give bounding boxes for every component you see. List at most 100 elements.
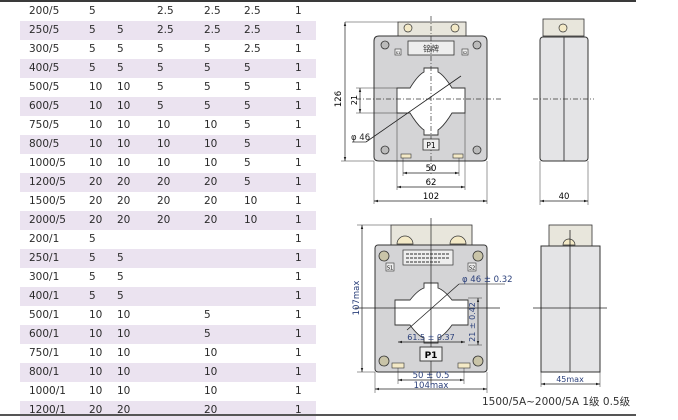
value-cell: 20 (117, 176, 131, 188)
bottom-rule (0, 414, 636, 416)
value-cell: 1 (295, 271, 302, 283)
value-cell: 10 (204, 138, 218, 150)
value-cell: 5 (157, 43, 164, 55)
value-cell: 10 (117, 347, 131, 359)
dim-mid: 62 (426, 178, 437, 188)
dim-inner: 50 (426, 164, 437, 174)
value-cell: 20 (117, 195, 131, 207)
value-cell: 5 (204, 309, 211, 321)
value-cell: 5 (117, 24, 124, 36)
value-cell: 20 (204, 176, 218, 188)
value-cell: 5 (204, 328, 211, 340)
value-cell: 1 (295, 309, 302, 321)
value-cell: 5 (204, 81, 211, 93)
value-cell: 1 (295, 119, 302, 131)
value-cell: 1 (295, 290, 302, 302)
value-cell: 10 (204, 157, 218, 169)
value-cell: 10 (157, 119, 171, 131)
value-cell: 2.5 (157, 24, 174, 36)
dim-height: 126 (334, 91, 344, 107)
dim-depth: 45max (556, 375, 584, 384)
bolt-icon (378, 355, 390, 367)
p1-label: P1 (426, 141, 436, 150)
bolt-icon (472, 145, 482, 155)
value-cell: 20 (89, 214, 103, 226)
value-cell: 5 (89, 290, 96, 302)
screw-icon (449, 235, 467, 245)
value-cell: 10 (204, 119, 218, 131)
ratio-cell: 250/1 (29, 252, 60, 264)
value-cell: 5 (204, 62, 211, 74)
value-cell: 5 (117, 252, 124, 264)
value-cell: 10 (204, 385, 218, 397)
value-cell: 1 (295, 5, 302, 17)
value-cell: 20 (204, 195, 218, 207)
bolt-icon (380, 145, 390, 155)
dim-inner: 50 ± 0.5 (413, 371, 450, 381)
ratio-cell: 800/1 (29, 366, 60, 378)
value-cell: 1 (295, 81, 302, 93)
value-cell: 1 (295, 366, 302, 378)
value-cell: 20 (117, 404, 131, 416)
dim-height: 107max (352, 281, 362, 316)
value-cell: 20 (89, 404, 103, 416)
ratio-cell: 600/1 (29, 328, 60, 340)
value-cell: 10 (117, 309, 131, 321)
ratio-cell: 300/1 (29, 271, 60, 283)
ratio-cell: 1200/1 (29, 404, 66, 416)
value-cell: 5 (117, 271, 124, 283)
value-cell: 5 (117, 290, 124, 302)
value-cell: 20 (89, 176, 103, 188)
value-cell: 10 (117, 157, 131, 169)
screw-icon (403, 23, 413, 33)
value-cell: 5 (244, 81, 251, 93)
dim-diameter: φ 46 ± 0.32 (462, 275, 513, 285)
value-cell: 1 (295, 214, 302, 226)
value-cell: 1 (295, 233, 302, 245)
ratio-cell: 800/5 (29, 138, 60, 150)
ct-window (394, 282, 469, 344)
dim-window-width: 61.5 ± 0.37 (407, 333, 454, 342)
value-cell: 1 (295, 24, 302, 36)
value-cell: 1 (295, 100, 302, 112)
value-cell: 10 (89, 138, 103, 150)
value-cell: 10 (89, 328, 103, 340)
value-cell: 10 (89, 100, 103, 112)
value-cell: 20 (157, 176, 171, 188)
ratio-cell: 1200/5 (29, 176, 66, 188)
value-cell: 5 (117, 62, 124, 74)
bolt-icon (378, 250, 390, 262)
value-cell: 5 (89, 24, 96, 36)
bolt-icon (472, 250, 484, 262)
value-cell: 10 (117, 100, 131, 112)
terminal-s1-label: S1 (387, 266, 393, 272)
value-cell: 10 (117, 81, 131, 93)
value-cell: 5 (89, 43, 96, 55)
terminal-s2-label: S2 (469, 266, 475, 272)
value-cell: 20 (204, 214, 218, 226)
bolt-icon (472, 40, 482, 50)
value-cell: 10 (89, 81, 103, 93)
value-cell: 20 (89, 195, 103, 207)
bottom-side-view: 45max (533, 224, 607, 387)
ratio-cell: 250/5 (29, 24, 60, 36)
value-cell: 2.5 (157, 5, 174, 17)
value-cell: 1 (295, 43, 302, 55)
value-cell: 10 (89, 366, 103, 378)
value-cell: 1 (295, 404, 302, 416)
value-cell: 1 (295, 157, 302, 169)
value-cell: 10 (117, 366, 131, 378)
value-cell: 5 (244, 62, 251, 74)
